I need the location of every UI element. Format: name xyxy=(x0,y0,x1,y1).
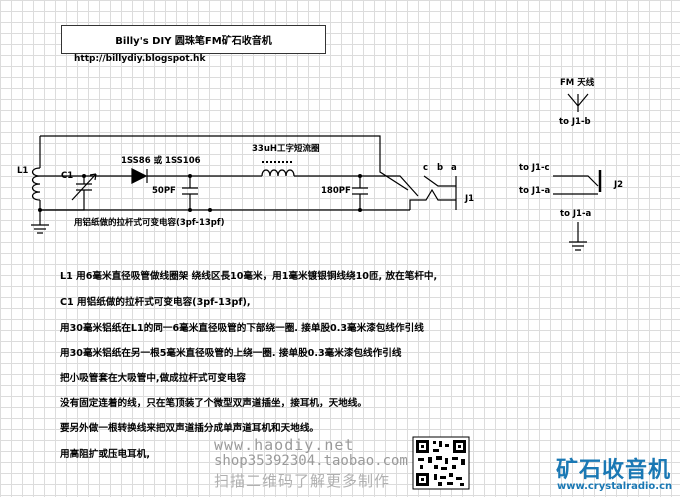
node-5 xyxy=(188,208,192,212)
label-j1: J1 xyxy=(465,194,475,204)
c1-arrow xyxy=(71,173,97,201)
j1-tip-wire xyxy=(360,175,419,197)
title-box: Billy's DIY 圆珠笔FM矿石收音机 xyxy=(61,25,326,54)
j1-sleeve xyxy=(409,188,456,210)
brand-url: www.crystalradio.cn xyxy=(557,481,673,492)
label-pin-a: a xyxy=(451,163,457,173)
diode-1ss86 xyxy=(131,168,148,184)
label-inductor: 33uH工字短流圈 xyxy=(252,144,320,154)
j1-ring xyxy=(423,175,456,187)
label-to-j1c: to J1-c xyxy=(519,163,550,173)
watermark-site: www.haodiy.net xyxy=(214,436,355,454)
node-6 xyxy=(208,208,212,212)
label-c1-note: 用铝纸做的拉杆式可变电容(3pf-13pf) xyxy=(74,218,225,228)
label-diode: 1SS86 或 1SS106 xyxy=(121,156,201,166)
brand-name: 矿石收音机 xyxy=(556,458,672,483)
c1-arrow-head xyxy=(89,173,97,181)
label-antenna: FM 天线 xyxy=(560,78,595,88)
watermark-scan: 扫描二维码了解更多制作 xyxy=(214,472,391,490)
diagram-title: Billy's DIY 圆珠笔FM矿石收音机 xyxy=(115,36,272,47)
label-to-j1a-bot: to J1-a xyxy=(560,209,592,219)
node-4 xyxy=(38,208,42,212)
antenna-symbol xyxy=(567,93,589,112)
note-5: 把小吸管套在大吸管中,做成拉杆式可变电容 xyxy=(60,373,246,384)
note-8: 用高阻扩或压电耳机, xyxy=(60,449,150,460)
note-1: L1 用6毫米直径吸管做线圈架 绕线区長10毫米，用1毫米镀银铜线绕10匝, 放… xyxy=(60,271,438,282)
label-pin-b: b xyxy=(437,163,444,173)
label-pin-c: c xyxy=(423,163,429,173)
label-j2: J2 xyxy=(614,180,624,190)
c180-plates xyxy=(352,187,368,195)
label-50pf: 50PF xyxy=(152,186,176,196)
node-2 xyxy=(188,174,192,178)
label-180pf: 180PF xyxy=(321,186,351,196)
blog-url[interactable]: http://billydiy.blogspot.hk xyxy=(74,54,206,64)
label-l1: L1 xyxy=(17,166,29,176)
node-1 xyxy=(82,174,86,178)
watermark-shop: shop35392304.taobao.com xyxy=(214,453,408,469)
note-2: C1 用铝纸做的拉杆式可变电容(3pf-13pf), xyxy=(60,297,251,308)
label-c1: C1 xyxy=(61,171,74,181)
node-3 xyxy=(358,174,362,178)
note-6: 没有固定连着的线，只在笔顶装了个微型双声道插坐，接耳机，天地线。 xyxy=(60,398,367,409)
top-rail-wire xyxy=(40,135,409,191)
c50-plates xyxy=(182,187,198,195)
coil-l1 xyxy=(31,167,41,201)
label-to-j1b: to J1-b xyxy=(559,117,591,127)
label-to-j1a-top: to J1-a xyxy=(519,186,551,196)
c1-bottom-wire xyxy=(40,190,85,211)
note-7: 要另外做一根转换线来把双声道插分成单声道耳机和天地线。 xyxy=(60,423,320,434)
node-7 xyxy=(358,208,362,212)
j2-tip xyxy=(553,175,599,187)
qr-code-icon xyxy=(412,436,470,490)
note-3: 用30毫米铝纸在L1的同一6毫米直径吸管的下部绕一圈. 接单股0.3毫米漆包线作… xyxy=(60,323,424,334)
ground-left xyxy=(31,224,49,234)
inductor-coil xyxy=(261,169,295,177)
note-4: 用30毫米铝纸在另一根5毫米直径吸管的上绕一圈. 接单股0.3毫米漆包线作引线 xyxy=(60,348,402,359)
ground-right xyxy=(569,241,587,251)
